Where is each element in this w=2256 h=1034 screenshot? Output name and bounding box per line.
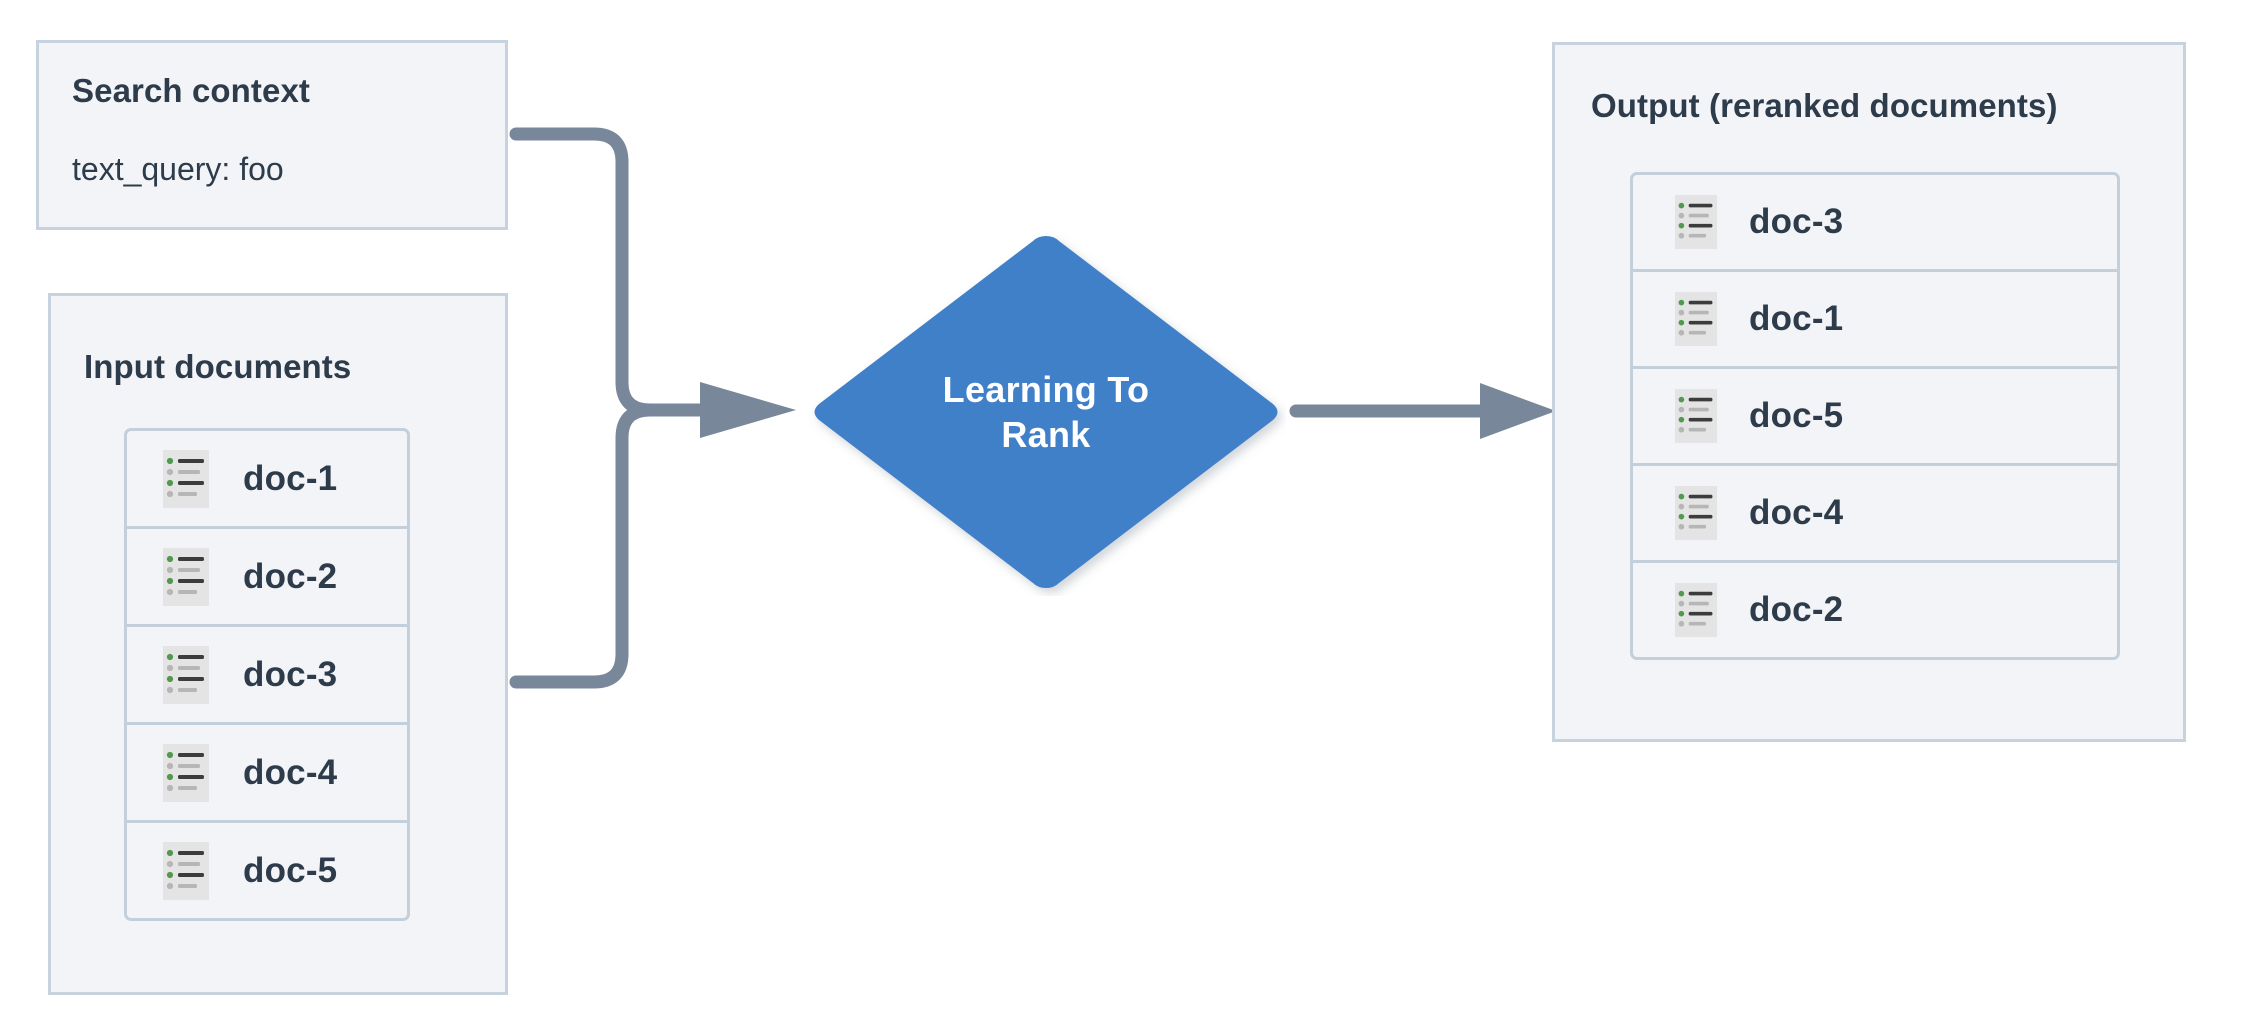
input-document-label: doc-5 <box>243 850 338 890</box>
output-document-row[interactable]: doc-5 <box>1630 366 2120 466</box>
output-document-row[interactable]: doc-2 <box>1630 560 2120 660</box>
connector-input-documents-to-ltr <box>509 403 707 689</box>
input-document-label: doc-1 <box>243 458 338 498</box>
document-list-icon <box>163 743 209 802</box>
search-context-query: text_query: foo <box>72 151 284 187</box>
output-document-label: doc-4 <box>1749 493 1844 532</box>
document-list-icon <box>1675 195 1717 249</box>
input-document-row[interactable]: doc-3 <box>124 624 410 725</box>
input-document-row[interactable]: doc-2 <box>124 526 410 627</box>
output-document-row[interactable]: doc-3 <box>1630 172 2120 272</box>
document-list-icon <box>163 841 209 900</box>
input-documents-title: Input documents <box>84 348 352 385</box>
connector-arrowhead-left <box>700 382 796 438</box>
learning-to-rank-node[interactable]: Learning To Rank <box>806 228 1286 596</box>
input-document-row[interactable]: doc-1 <box>124 428 410 529</box>
input-document-row[interactable]: doc-5 <box>124 820 410 921</box>
connector-arrowhead-right <box>1480 383 1556 439</box>
output-document-row[interactable]: doc-1 <box>1630 269 2120 369</box>
document-list-icon <box>1675 486 1717 540</box>
document-list-icon <box>163 645 209 704</box>
search-context-title: Search context <box>72 72 310 109</box>
search-context-panel: Search context text_query: foo <box>36 40 508 230</box>
input-document-label: doc-2 <box>243 556 338 596</box>
document-list-icon <box>163 449 209 508</box>
output-document-label: doc-2 <box>1749 590 1844 629</box>
output-document-label: doc-5 <box>1749 396 1844 435</box>
document-list-icon <box>1675 583 1717 637</box>
output-title: Output (reranked documents) <box>1591 87 2058 124</box>
output-document-label: doc-3 <box>1749 202 1844 241</box>
connector-search-context-to-ltr <box>509 127 707 417</box>
output-document-row[interactable]: doc-4 <box>1630 463 2120 563</box>
output-document-label: doc-1 <box>1749 299 1844 338</box>
input-document-label: doc-3 <box>243 654 338 694</box>
input-document-row[interactable]: doc-4 <box>124 722 410 823</box>
diamond-shape <box>814 236 1278 588</box>
document-list-icon <box>1675 292 1717 346</box>
input-documents-list: doc-1 doc-2 doc-3 doc-4 doc-5 <box>124 428 410 930</box>
document-list-icon <box>163 547 209 606</box>
document-list-icon <box>1675 389 1717 443</box>
input-document-label: doc-4 <box>243 752 338 792</box>
output-documents-list: doc-3 doc-1 doc-5 doc-4 doc-2 <box>1630 172 2120 666</box>
